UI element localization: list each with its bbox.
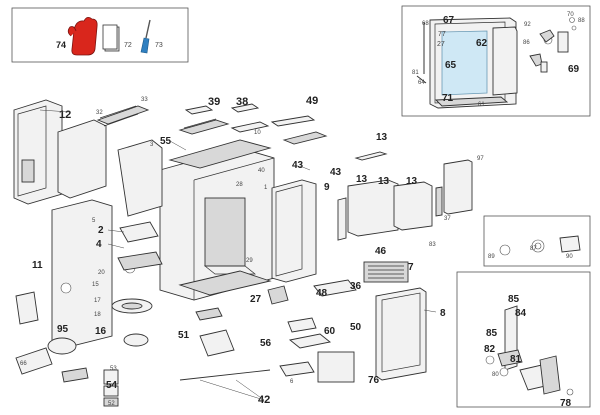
callout-74: 74 [56, 40, 66, 50]
callout-15: 15 [92, 282, 99, 288]
callout-71: 71 [442, 93, 454, 104]
callout-64: 64 [418, 80, 425, 86]
callout-17: 17 [94, 298, 101, 304]
callout-87: 87 [530, 246, 537, 252]
callout-86: 86 [523, 40, 530, 46]
door-detail-box: 67 68 77 27 62 65 71 81 64 61 70 88 92 8… [401, 5, 591, 117]
callout-10: 10 [254, 130, 261, 136]
callout-43b: 43 [330, 167, 342, 178]
callout-13b: 13 [356, 174, 368, 185]
main-body [51, 139, 275, 347]
callout-43a: 43 [292, 160, 304, 171]
callout-27: 27 [250, 294, 262, 305]
callout-27b: 27 [437, 41, 445, 48]
callout-65: 65 [445, 60, 457, 71]
callout-85b: 85 [486, 328, 498, 339]
callout-76: 76 [368, 375, 380, 386]
callout-61: 61 [478, 102, 485, 108]
callout-73: 73 [155, 42, 163, 49]
callout-97: 97 [477, 156, 484, 162]
screwdriver-icon [140, 19, 151, 54]
callout-51: 51 [178, 330, 190, 341]
auger-motor-box [456, 271, 591, 408]
callout-2: 2 [98, 225, 104, 236]
callout-33: 33 [141, 97, 148, 103]
callout-32: 32 [96, 110, 103, 116]
callout-56: 56 [260, 338, 272, 349]
callout-48: 48 [316, 288, 328, 299]
callout-53: 53 [110, 366, 117, 372]
callout-13d: 13 [406, 176, 418, 187]
callout-4: 4 [96, 239, 102, 250]
callout-36: 36 [350, 281, 362, 292]
callout-3: 3 [150, 142, 154, 148]
callout-46: 46 [375, 246, 387, 257]
leader-lines [39, 109, 437, 401]
callout-81b: 81 [510, 354, 522, 365]
glove-icon [67, 17, 98, 56]
callout-49: 49 [306, 95, 318, 107]
callout-18: 18 [94, 312, 101, 318]
callout-39: 39 [208, 96, 220, 108]
door-glass-assembly [416, 17, 518, 109]
door-latch-assembly [529, 17, 577, 73]
callout-85: 85 [508, 294, 520, 305]
callout-62: 62 [476, 38, 488, 49]
callout-13a: 13 [376, 132, 388, 143]
callout-84: 84 [515, 308, 527, 319]
callout-82: 82 [484, 344, 496, 355]
callout-81: 81 [412, 70, 419, 76]
callout-5: 5 [92, 218, 96, 224]
callout-50: 50 [350, 322, 362, 333]
lower-left-components [15, 221, 357, 407]
callout-83: 83 [429, 242, 436, 248]
callout-54: 54 [106, 380, 118, 391]
callout-11: 11 [32, 260, 43, 271]
callout-52: 52 [108, 401, 115, 407]
upper-assembly [13, 99, 316, 205]
callout-95: 95 [57, 324, 69, 335]
callout-29: 29 [246, 258, 253, 264]
callout-68: 68 [422, 21, 429, 27]
callout-40: 40 [258, 168, 265, 174]
pad-icon [102, 24, 120, 52]
callout-12: 12 [59, 109, 71, 121]
callout-42: 42 [258, 394, 270, 406]
callout-7: 7 [408, 262, 414, 273]
callout-55: 55 [160, 136, 172, 147]
callout-1: 1 [264, 185, 268, 191]
callout-20: 20 [98, 270, 105, 276]
callout-60: 60 [324, 326, 336, 337]
callout-16: 16 [95, 326, 107, 337]
side-panels-right [347, 159, 473, 381]
callout-69: 69 [568, 64, 580, 75]
callout-8: 8 [440, 308, 446, 319]
callout-6: 6 [290, 379, 294, 385]
callout-80: 80 [492, 372, 499, 378]
callout-67: 67 [443, 15, 455, 26]
callout-labels: 12 32 33 39 38 49 55 3 10 43 43 9 13 13 … [20, 95, 573, 409]
fittings-box [483, 215, 591, 267]
callout-72: 72 [124, 42, 132, 49]
callout-89: 89 [488, 254, 495, 260]
callout-88: 88 [578, 18, 585, 24]
callout-78: 78 [560, 398, 572, 409]
callout-28: 28 [236, 182, 243, 188]
callout-70: 70 [567, 12, 574, 18]
callout-37: 37 [444, 216, 451, 222]
callout-13c: 13 [378, 176, 390, 187]
callout-92: 92 [524, 22, 531, 28]
callout-90: 90 [566, 254, 573, 260]
front-door-frame [271, 131, 388, 283]
callout-38: 38 [236, 96, 248, 108]
callout-77: 77 [438, 31, 446, 38]
callout-66: 66 [20, 361, 27, 367]
accessories-box: 74 72 73 [11, 7, 189, 63]
callout-9: 9 [324, 182, 330, 193]
